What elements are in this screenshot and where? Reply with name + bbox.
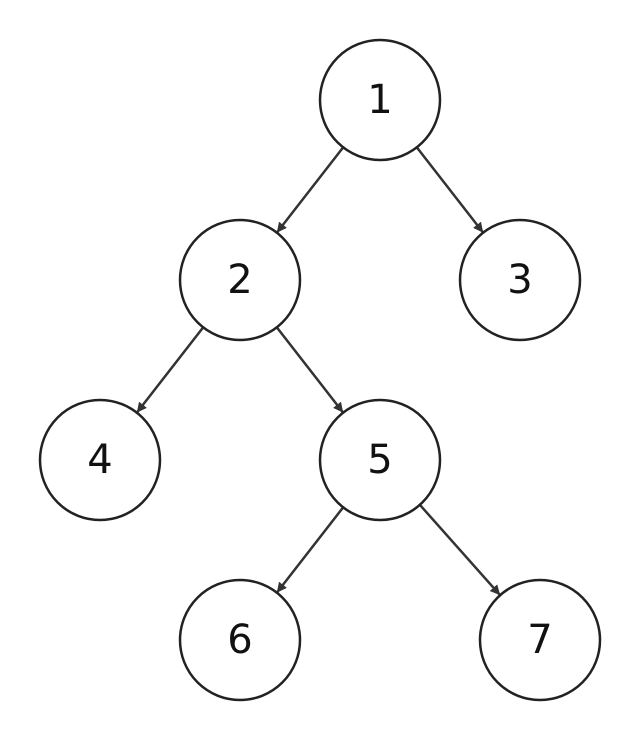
node-label-3: 3	[507, 257, 532, 303]
node-label-5: 5	[367, 437, 392, 483]
tree-node-5: 5	[318, 398, 442, 522]
edge-5-to-7	[418, 504, 501, 596]
edge-5-to-6	[276, 506, 345, 593]
node-label-1: 1	[367, 77, 392, 123]
node-label-2: 2	[227, 257, 252, 303]
edge-2-to-5	[275, 326, 344, 413]
tree-node-1: 1	[318, 38, 442, 162]
node-circle-4	[38, 398, 162, 522]
node-label-4: 4	[87, 437, 112, 483]
edges-layer	[136, 146, 501, 596]
node-circle-2	[178, 218, 302, 342]
tree-node-4: 4	[38, 398, 162, 522]
tree-node-2: 2	[178, 218, 302, 342]
node-label-7: 7	[527, 617, 552, 663]
node-circle-7	[478, 578, 602, 702]
node-label-6: 6	[227, 617, 252, 663]
tree-node-6: 6	[178, 578, 302, 702]
node-circle-1	[318, 38, 442, 162]
tree-node-3: 3	[458, 218, 582, 342]
nodes-layer: 1 2 3 4 5 6 7	[38, 38, 602, 702]
node-circle-3	[458, 218, 582, 342]
edge-1-to-3	[415, 146, 484, 233]
node-circle-5	[318, 398, 442, 522]
edge-1-to-2	[276, 146, 345, 233]
node-circle-6	[178, 578, 302, 702]
edge-2-to-4	[136, 326, 205, 413]
tree-node-7: 7	[478, 578, 602, 702]
